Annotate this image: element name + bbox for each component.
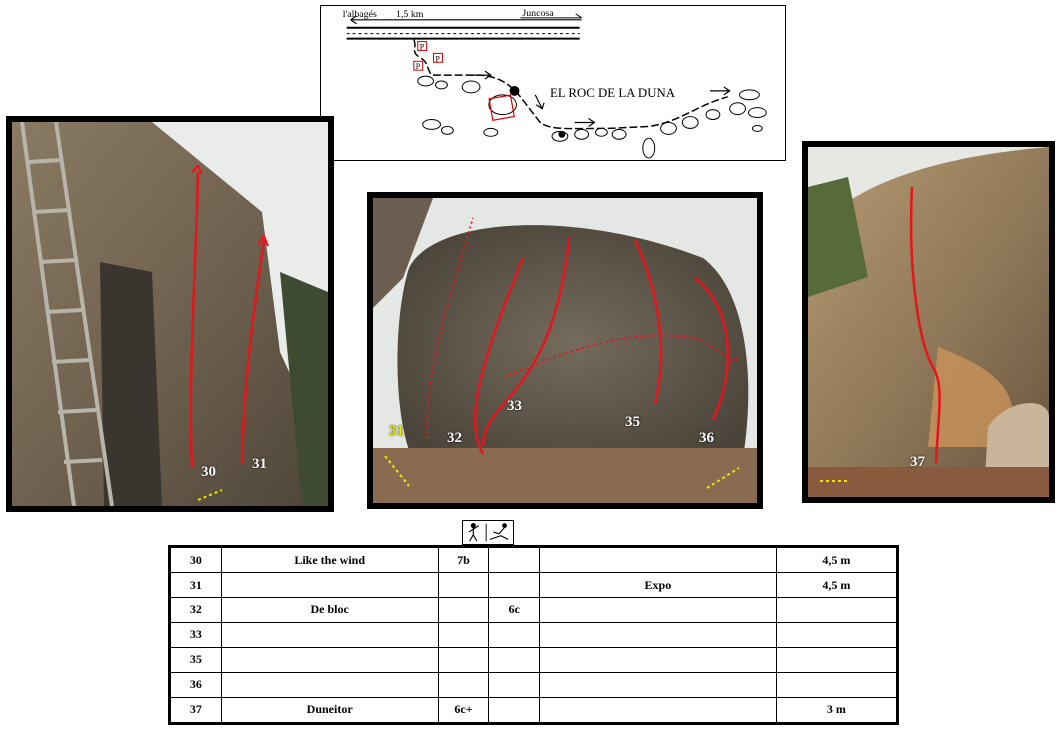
- route-label: 33: [507, 398, 522, 414]
- map-crag-name: EL ROC DE LA DUNA: [550, 86, 676, 100]
- legend-icons: [462, 520, 514, 545]
- boulder-photo-right: 37: [802, 141, 1055, 503]
- route-number-cell: 32: [169, 597, 222, 623]
- approach-arrow: [706, 467, 740, 489]
- route-grade-cell: 6c+: [437, 696, 490, 725]
- approach-map: l'albagés 1,5 km Juncosa P P P: [320, 5, 786, 161]
- route-name-cell: Like the wind: [220, 545, 439, 574]
- route-notes-cell: [539, 696, 777, 725]
- crash-pad-icon: [489, 523, 509, 540]
- route-number-cell: 35: [169, 646, 222, 673]
- route-grade-cell: [437, 597, 490, 623]
- climber-standing-icon: [468, 523, 480, 542]
- approach-arrow: [384, 455, 410, 487]
- route-label: 32: [447, 430, 462, 446]
- route-grade-alt-cell: 6c: [488, 597, 541, 623]
- table-row: 35: [169, 646, 899, 673]
- map-label-distance: 1,5 km: [396, 9, 424, 20]
- route-height-cell: 3 m: [775, 696, 899, 725]
- route-number-cell: 30: [169, 545, 222, 574]
- svg-text:P: P: [416, 62, 421, 71]
- boulder-photo-center: 31 32 33 35 36: [367, 192, 763, 509]
- route-line-30: [189, 171, 200, 469]
- route-name-cell: [220, 671, 439, 698]
- route-name-cell: Duneitor: [220, 696, 439, 725]
- route-grade-alt-cell: [488, 545, 541, 574]
- route-notes-cell: [539, 671, 777, 698]
- route-number-cell: 33: [169, 621, 222, 648]
- route-notes-cell: Expo: [539, 572, 777, 598]
- route-label: 31: [252, 456, 267, 472]
- svg-text:P: P: [420, 42, 425, 51]
- route-line-33: [481, 237, 571, 447]
- route-label: 31: [389, 423, 404, 439]
- route-grade-alt-cell: [488, 696, 541, 725]
- route-number-cell: 37: [169, 696, 222, 725]
- route-notes-cell: [539, 545, 777, 574]
- route-name-cell: [220, 572, 439, 598]
- route-label: 30: [201, 464, 216, 480]
- route-label: 36: [699, 430, 714, 446]
- table-row: 33: [169, 621, 899, 648]
- route-grade-alt-cell: [488, 621, 541, 648]
- route-notes-cell: [539, 597, 777, 623]
- route-grade-alt-cell: [488, 646, 541, 673]
- route-grade-alt-cell: [488, 671, 541, 698]
- route-notes-cell: [539, 646, 777, 673]
- table-row: 36: [169, 671, 899, 698]
- approach-arrow: [197, 489, 223, 501]
- route-number-cell: 36: [169, 671, 222, 698]
- route-grade-cell: [437, 671, 490, 698]
- route-name-cell: De bloc: [220, 597, 439, 623]
- route-line-37: [909, 186, 941, 464]
- route-number-cell: 31: [169, 572, 222, 598]
- map-drawing: l'albagés 1,5 km Juncosa P P P: [343, 8, 767, 159]
- route-label: 37: [910, 454, 925, 470]
- route-notes-cell: [539, 621, 777, 648]
- route-grade-cell: [437, 646, 490, 673]
- route-label: 35: [625, 414, 640, 430]
- svg-text:P: P: [436, 54, 441, 63]
- route-name-cell: [220, 621, 439, 648]
- route-grade-cell: 7b: [437, 545, 490, 574]
- boulder-photo-left: 30 31: [6, 116, 334, 512]
- route-line-36: [694, 277, 730, 421]
- route-name-cell: [220, 646, 439, 673]
- route-grade-alt-cell: [488, 572, 541, 598]
- route-height-cell: [775, 671, 899, 698]
- route-height-cell: [775, 597, 899, 623]
- route-grade-cell: [437, 621, 490, 648]
- route-line-31: [240, 239, 266, 465]
- route-height-cell: [775, 646, 899, 673]
- route-height-cell: 4,5 m: [775, 545, 899, 574]
- route-line-35: [633, 239, 663, 405]
- route-height-cell: [775, 621, 899, 648]
- route-line-31: [425, 217, 474, 439]
- parking-icon: P P P: [413, 41, 443, 71]
- route-line-32: [473, 257, 525, 455]
- crag-marker: [488, 94, 515, 121]
- map-label-left: l'albagés: [343, 9, 377, 20]
- route-height-cell: 4,5 m: [775, 572, 899, 598]
- map-label-right: Juncosa: [522, 8, 554, 19]
- route-grade-cell: [437, 572, 490, 598]
